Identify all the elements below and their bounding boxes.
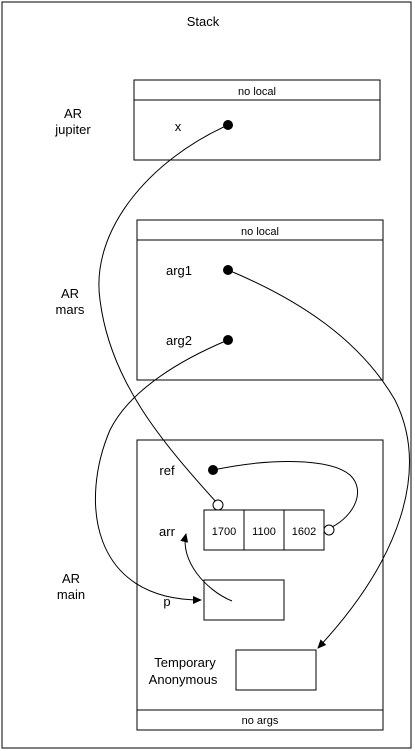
frame-jupiter-label-line1: AR [64, 106, 82, 121]
array-right-connector [323, 524, 335, 536]
temp-anonymous-label-line1: Temporary [154, 655, 216, 670]
frame-mars: no local arg1 arg2 [136, 219, 384, 381]
array-cell [243, 509, 285, 551]
frame-jupiter-box [133, 79, 381, 161]
array-object: 1700 1100 1602 [203, 509, 325, 551]
array-top-connector [212, 499, 224, 511]
var-x-label: x [175, 119, 182, 134]
array-cell [283, 509, 325, 551]
pointer-dot-x [223, 120, 233, 130]
array-cell-value: 1100 [252, 526, 276, 538]
frame-mars-label-line2: mars [56, 302, 85, 317]
frame-main-label-line1: AR [62, 571, 80, 586]
var-arg1-label: arg1 [166, 263, 192, 278]
var-ref-label: ref [159, 463, 175, 478]
frame-jupiter-header: no local [238, 86, 276, 98]
frame-mars-label-line1: AR [61, 286, 79, 301]
frame-main: no args ref arr p Temporary Anonymous 17… [136, 439, 384, 731]
pointer-dot-arg2 [223, 335, 233, 345]
pointer-arg1-to-temp-anonymous [227, 269, 410, 649]
pointer-ref-to-array [212, 461, 359, 528]
var-p-label: p [163, 594, 170, 609]
frame-main-label-line2: main [57, 587, 85, 602]
temp-anonymous-label-line2: Anonymous [149, 672, 218, 687]
frame-mars-box [136, 219, 384, 381]
frame-jupiter-label-line2: jupiter [54, 122, 91, 137]
var-arg2-label: arg2 [166, 333, 192, 348]
var-p-box [203, 579, 285, 621]
pointer-dot-arg1 [223, 265, 233, 275]
frame-main-footer: no args [242, 715, 279, 727]
frame-jupiter: no local x [133, 79, 381, 161]
pointer-x-to-array [98, 124, 229, 504]
array-cell-value: 1700 [212, 526, 236, 538]
pointer-arg2-to-p [94, 339, 229, 604]
temp-anonymous-box [235, 649, 317, 691]
stack-title: Stack [187, 14, 220, 29]
pointer-p-to-array [180, 533, 233, 602]
pointer-dot-ref [208, 465, 218, 475]
array-cell [203, 509, 245, 551]
frame-mars-header: no local [241, 226, 279, 238]
array-cell-value: 1602 [292, 526, 316, 538]
var-arr-label: arr [159, 524, 176, 539]
